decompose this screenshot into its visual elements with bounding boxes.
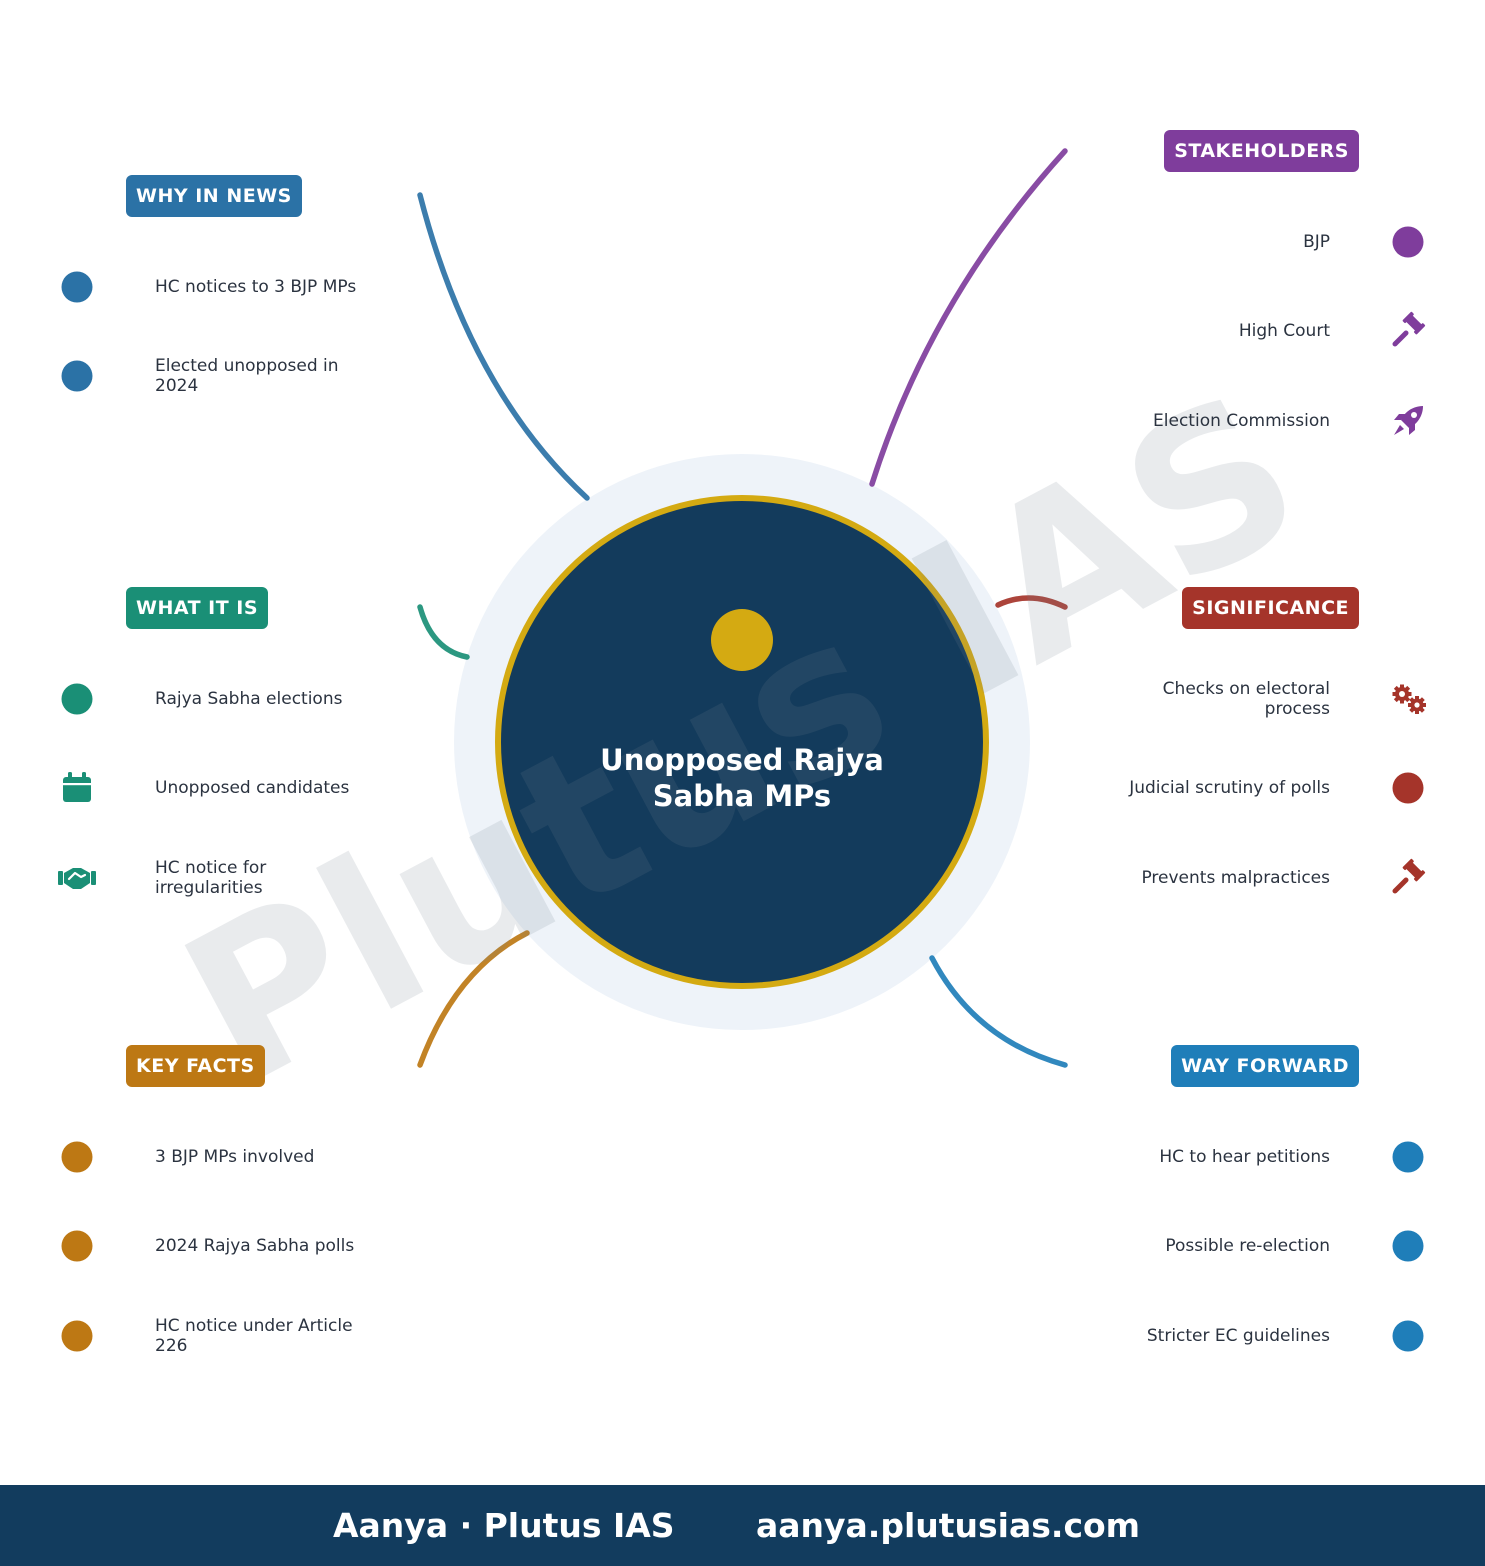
list-item: Stricter EC guidelines	[1146, 1326, 1330, 1346]
list-item: 3 BJP MPs involved	[155, 1147, 315, 1167]
circle-icon	[1388, 1137, 1428, 1177]
list-item: Election Commission	[1153, 411, 1330, 431]
branch-tag-way-forward: WAY FORWARD	[1171, 1045, 1359, 1087]
calendar-icon	[57, 768, 97, 808]
hub-circle	[495, 495, 989, 989]
gears-icon	[1388, 679, 1428, 719]
list-item: Checks on electoral process	[1162, 679, 1330, 719]
handshake-icon	[57, 858, 97, 898]
connector-why-in-news	[417, 192, 590, 501]
circle-icon	[57, 1226, 97, 1266]
rocket-icon	[1388, 401, 1428, 441]
list-item: HC to hear petitions	[1159, 1147, 1330, 1167]
list-item: High Court	[1238, 321, 1330, 341]
connector-way-forward	[929, 955, 1068, 1068]
list-item: HC notices to 3 BJP MPs	[155, 277, 357, 297]
list-item: 2024 Rajya Sabha polls	[155, 1236, 355, 1256]
branch-tag-key-facts: KEY FACTS	[126, 1045, 265, 1087]
list-item: Rajya Sabha elections	[155, 689, 343, 709]
circle-icon	[57, 1316, 97, 1356]
branch-tag-why-in-news: WHY IN NEWS	[126, 175, 302, 217]
footer-bar: Aanya · Plutus IAS aanya.plutusias.com	[0, 1485, 1485, 1566]
list-item: Unopposed candidates	[155, 778, 350, 798]
list-item: Judicial scrutiny of polls	[1129, 778, 1330, 798]
circle-icon	[57, 267, 97, 307]
list-item: Prevents malpractices	[1141, 868, 1330, 888]
hub-icon	[711, 609, 773, 671]
connector-key-facts	[417, 930, 530, 1068]
branch-tag-stakeholders: STAKEHOLDERS	[1164, 130, 1359, 172]
list-item: Elected unopposed in 2024	[155, 356, 339, 396]
connector-significance	[995, 595, 1068, 610]
branch-tag-what-it-is: WHAT IT IS	[126, 587, 269, 629]
branch-tag-significance: SIGNIFICANCE	[1182, 587, 1359, 629]
gavel-icon	[1388, 311, 1428, 351]
connector-stakeholders	[869, 148, 1068, 487]
circle-icon	[1388, 768, 1428, 808]
gavel-icon	[1388, 858, 1428, 898]
circle-icon	[1388, 222, 1428, 262]
list-item: Possible re-election	[1165, 1236, 1330, 1256]
circle-icon	[57, 1137, 97, 1177]
connector-what-it-is	[417, 604, 470, 660]
circle-icon	[1388, 1316, 1428, 1356]
footer-author: Aanya · Plutus IAS	[333, 1506, 675, 1545]
hub-title: Unopposed Rajya Sabha MPs	[600, 743, 884, 813]
circle-icon	[1388, 1226, 1428, 1266]
footer-website-link[interactable]: aanya.plutusias.com	[756, 1506, 1141, 1545]
list-item: BJP	[1303, 232, 1330, 252]
circle-icon	[57, 679, 97, 719]
branch-connectors	[417, 148, 1068, 1068]
list-item: HC notice under Article 226	[155, 1316, 353, 1356]
circle-icon	[57, 356, 97, 396]
list-item: HC notice for irregularities	[155, 858, 267, 898]
